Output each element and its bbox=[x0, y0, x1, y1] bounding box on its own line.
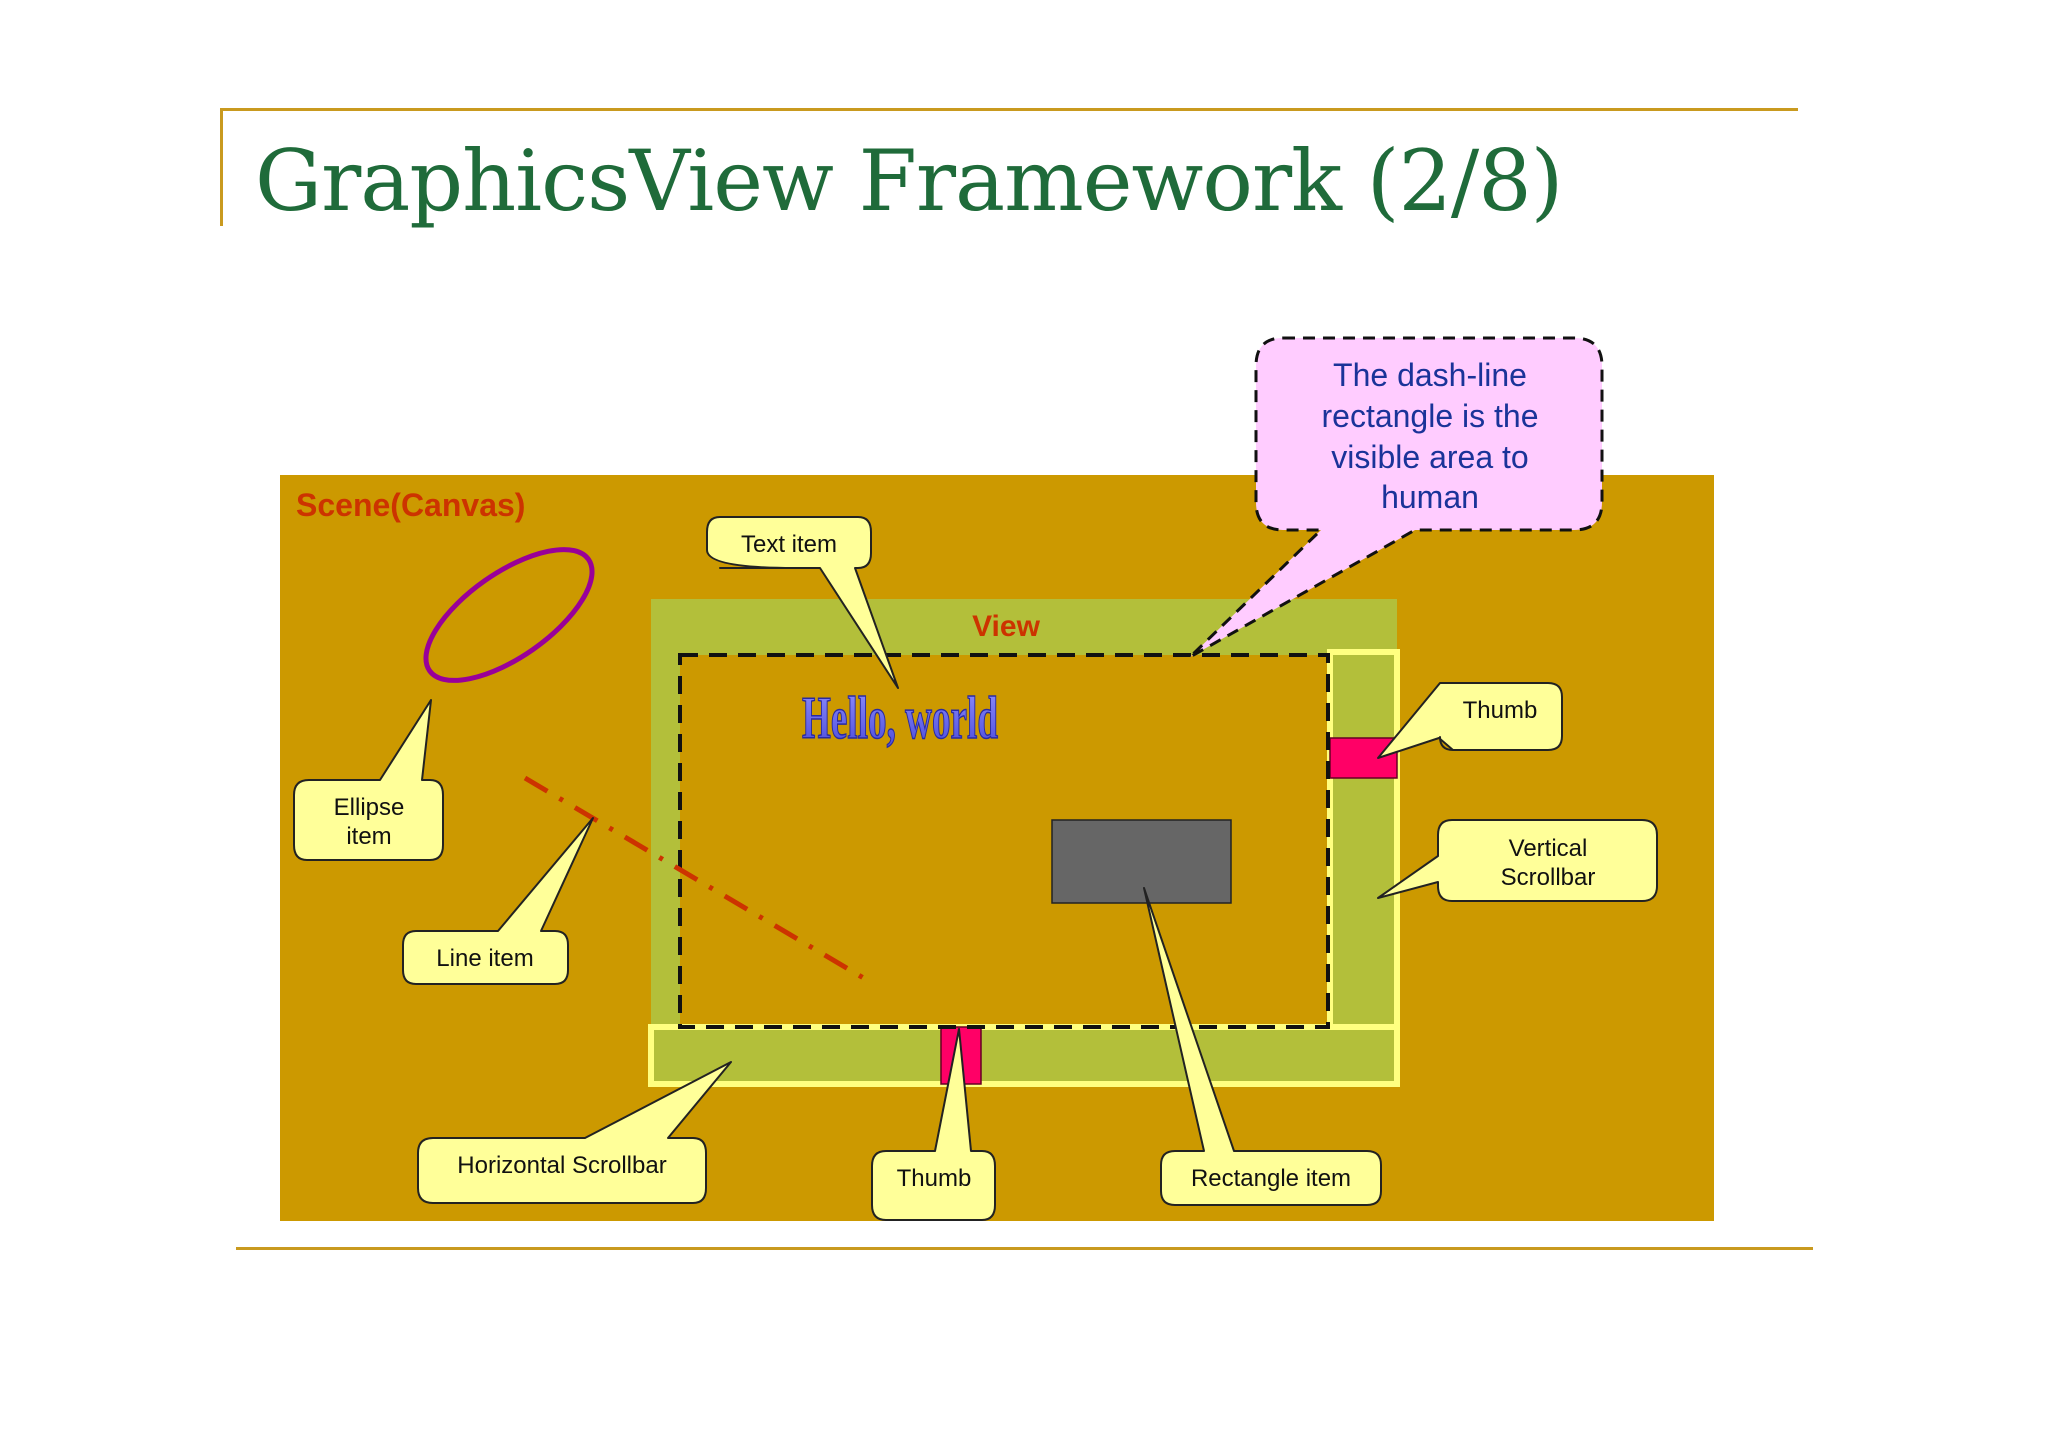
note-line2: rectangle is the bbox=[1321, 398, 1538, 434]
callout-vertical-scrollbar-line2: Scrollbar bbox=[1501, 864, 1596, 891]
callout-ellipse-item-line1: Ellipse bbox=[334, 794, 405, 821]
hello-world-text-item: Hello, world bbox=[802, 685, 998, 751]
note-line3: visible area to bbox=[1331, 439, 1528, 475]
callout-thumb-horizontal: Thumb bbox=[871, 1028, 996, 1221]
callout-horizontal-scrollbar-label: Horizontal Scrollbar bbox=[457, 1152, 666, 1179]
title-top-rule bbox=[220, 108, 1798, 111]
note-line4: human bbox=[1381, 479, 1479, 515]
callout-line-item-label: Line item bbox=[436, 945, 533, 972]
callout-text-item: Text item bbox=[706, 516, 899, 689]
callout-text-item-label: Text item bbox=[741, 531, 837, 558]
line-item bbox=[523, 775, 874, 986]
view-label: View bbox=[972, 610, 1040, 643]
callout-line-item: Line item bbox=[402, 817, 594, 985]
callout-ellipse-item: Ellipse item bbox=[293, 699, 444, 861]
visible-area-dashed-rect bbox=[678, 653, 1330, 1029]
slide-title: GraphicsView Framework (2/8) bbox=[255, 132, 1563, 230]
vertical-scrollbar[interactable] bbox=[1327, 649, 1400, 1033]
vertical-scrollbar-thumb[interactable] bbox=[1329, 737, 1398, 779]
callout-ellipse-item-line2: item bbox=[346, 823, 391, 850]
scene-label: Scene(Canvas) bbox=[296, 487, 525, 523]
callout-rectangle-item-label: Rectangle item bbox=[1191, 1165, 1351, 1192]
callout-horizontal-scrollbar: Horizontal Scrollbar bbox=[417, 1061, 732, 1204]
ellipse-item bbox=[423, 547, 595, 683]
callout-vertical-scrollbar: Vertical Scrollbar bbox=[1377, 819, 1658, 902]
horizontal-scrollbar[interactable] bbox=[648, 1024, 1400, 1087]
callout-rectangle-item: Rectangle item bbox=[1143, 887, 1382, 1206]
rectangle-item bbox=[1051, 819, 1232, 904]
callout-vertical-scrollbar-line1: Vertical bbox=[1509, 835, 1588, 862]
callout-thumb-vertical-label: Thumb bbox=[1463, 697, 1538, 724]
title-left-rule bbox=[220, 108, 223, 226]
callout-thumb-vertical: Thumb bbox=[1377, 682, 1563, 759]
callout-thumb-horizontal-label: Thumb bbox=[897, 1165, 972, 1192]
footer-rule bbox=[236, 1247, 1813, 1250]
note-line1: The dash-line bbox=[1333, 357, 1527, 393]
visible-area-note: The dash-line rectangle is the visible a… bbox=[1188, 336, 1604, 659]
